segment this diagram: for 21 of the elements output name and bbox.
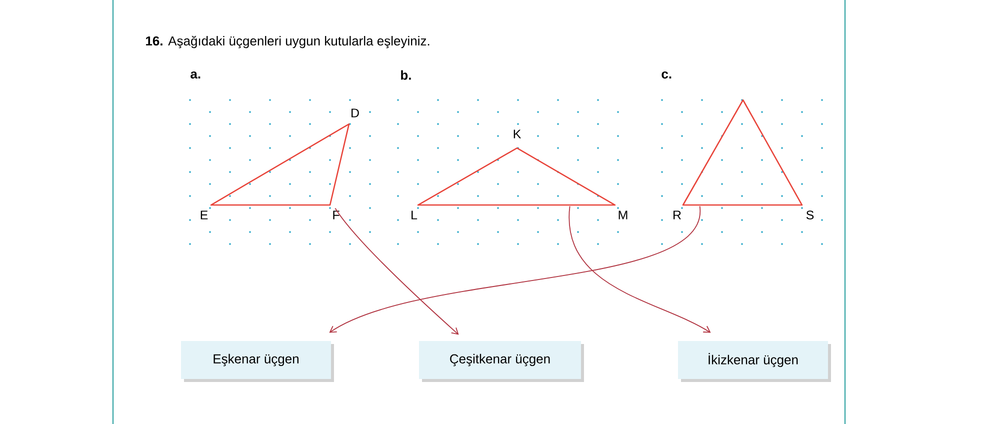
triangle [417, 147, 616, 206]
title: 16. Aşağıdaki üçgenleri uygun kutularla eşleyiniz. [146, 36, 430, 48]
panel-letter: b. [401, 70, 411, 80]
vertex-label: K [514, 130, 522, 138]
vertex-label: M [618, 210, 628, 220]
vertex-label: E [200, 210, 208, 220]
arrow [334, 208, 459, 335]
triangle [682, 99, 803, 206]
arrow [569, 206, 711, 333]
answer-box: İkizkenar üçgen [678, 341, 831, 382]
vertex-label: S [806, 210, 814, 220]
triangle [210, 123, 350, 206]
vertex-label: L [412, 210, 418, 220]
arrow [329, 206, 700, 333]
vertex-label: F [333, 210, 340, 220]
answer-box: Eşkenar üçgen [181, 341, 334, 382]
vertex-label: R [674, 210, 681, 220]
panel-letter: a. [190, 71, 200, 79]
answer-box: Çeşitkenar üçgen [419, 341, 584, 382]
panel-letter: c. [662, 71, 672, 79]
vertex-label: D [352, 108, 359, 118]
